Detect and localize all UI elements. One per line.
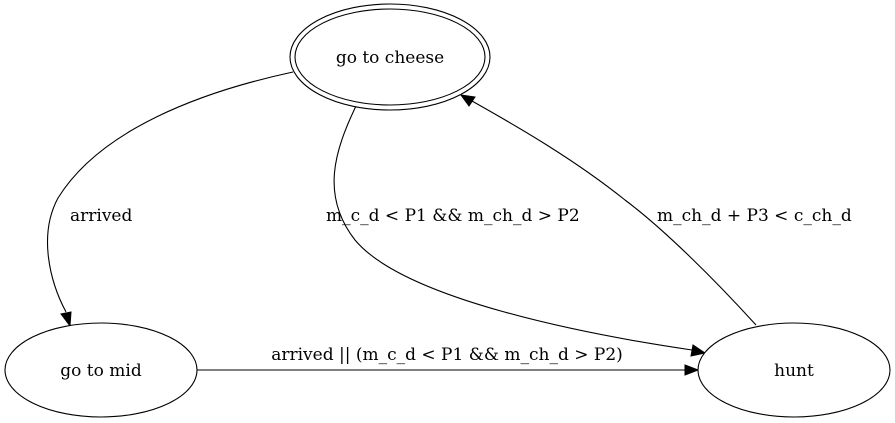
node-go-to-cheese: go to cheese: [289, 3, 491, 111]
edge-cheese-to-hunt: m_c_d < P1 && m_ch_d > P2: [326, 105, 707, 357]
node-inner-ring: [294, 8, 486, 106]
node-label-hunt: hunt: [774, 361, 814, 381]
edge-hunt-to-cheese: m_ch_d + P3 < c_ch_d: [459, 94, 852, 326]
edge-label-mid-hunt: arrived || (m_c_d < P1 && m_ch_d > P2): [271, 345, 623, 365]
arrowhead: [690, 344, 707, 357]
node-go-to-mid: go to mid: [4, 322, 198, 418]
edge-label-cheese-hunt: m_c_d < P1 && m_ch_d > P2: [326, 206, 580, 226]
arrowhead: [684, 364, 700, 376]
edge-line: [333, 105, 693, 351]
node-ellipse: [697, 322, 891, 418]
node-hunt: hunt: [697, 322, 891, 418]
arrowhead: [459, 94, 476, 107]
edge-label-hunt-cheese: m_ch_d + P3 < c_ch_d: [657, 206, 852, 226]
node-label-go-to-cheese: go to cheese: [336, 48, 444, 68]
edge-cheese-to-mid: arrived: [47, 71, 294, 328]
edge-mid-to-hunt: arrived || (m_c_d < P1 && m_ch_d > P2): [197, 345, 700, 376]
node-ellipse: [4, 322, 198, 418]
edge-label-arrived: arrived: [70, 206, 132, 226]
edge-line: [471, 100, 757, 326]
arrowhead: [60, 311, 72, 328]
node-label-go-to-mid: go to mid: [60, 361, 142, 381]
edge-line: [47, 71, 294, 313]
